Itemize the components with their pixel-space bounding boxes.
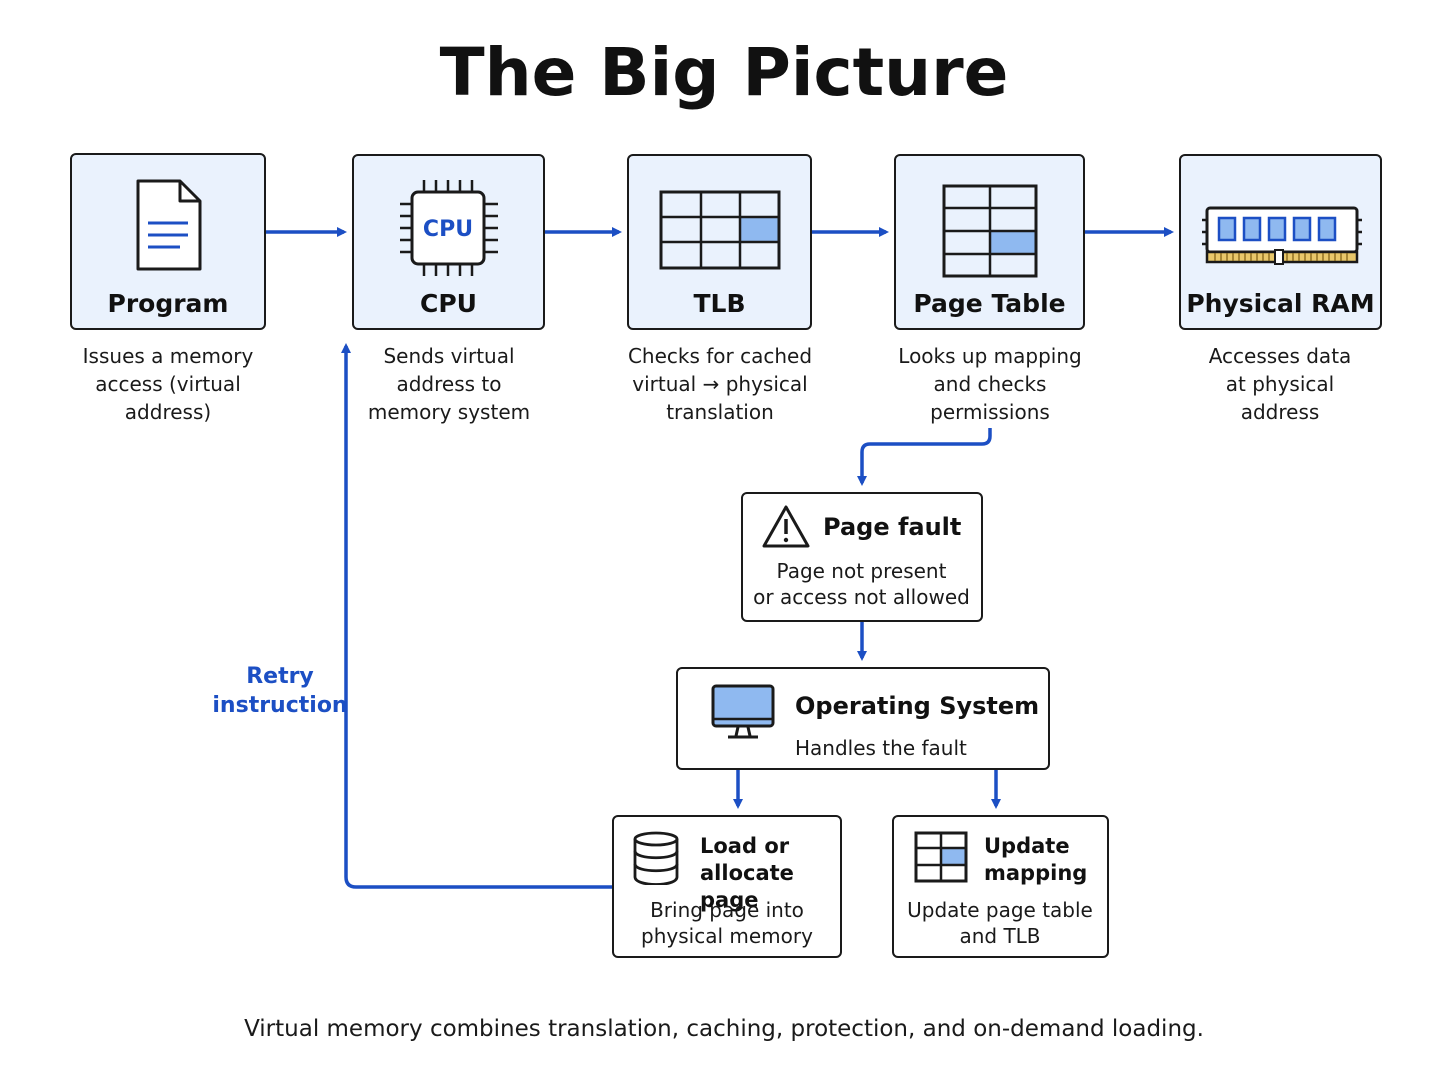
page-title: The Big Picture <box>439 34 1009 111</box>
mapping-table-icon <box>914 831 968 883</box>
update-mapping-box: Update mapping Update page table and TLB <box>892 815 1109 958</box>
load-page-text: Bring page into physical memory <box>641 898 813 948</box>
table-grid-icon <box>659 190 781 270</box>
physical-ram-description: Accesses data at physical address <box>1208 344 1352 424</box>
operating-system-title: Operating System <box>795 692 1040 720</box>
program-description: Issues a memory access (virtual address) <box>82 344 254 424</box>
physical-ram-label: Physical RAM <box>1186 289 1375 318</box>
ram-module-icon <box>1202 206 1362 265</box>
page-fault-title: Page fault <box>823 513 962 541</box>
tlb-box: TLB <box>627 154 812 330</box>
program-box: Program <box>70 153 266 330</box>
tlb-description: Checks for cached virtual → physical tra… <box>627 344 813 424</box>
page-fault-text: Page not present or access not allowed <box>753 559 970 609</box>
document-icon <box>136 179 202 271</box>
program-label: Program <box>107 289 229 318</box>
cpu-label: CPU <box>420 289 477 318</box>
monitor-icon <box>711 684 775 739</box>
cpu-chip-text: CPU <box>423 217 473 242</box>
update-mapping-text: Update page table and TLB <box>907 898 1093 948</box>
operating-system-box: Operating System Handles the fault <box>676 667 1050 770</box>
cpu-chip-icon: CPU <box>400 180 498 276</box>
physical-ram-box: Physical RAM <box>1179 154 1382 330</box>
cpu-description: Sends virtual address to memory system <box>367 344 531 424</box>
operating-system-text: Handles the fault <box>795 736 967 760</box>
cpu-box: CPU CPU <box>352 154 545 330</box>
page-fault-box: Page fault Page not present or access no… <box>741 492 983 622</box>
update-mapping-title: Update mapping <box>984 834 1088 885</box>
load-page-title: Load or allocate page <box>700 834 794 912</box>
arrow-pagetable-fault <box>857 428 992 486</box>
warning-icon <box>762 505 810 548</box>
arrow-retry <box>341 343 613 889</box>
page-table-description: Looks up mapping and checks permissions <box>898 344 1082 424</box>
retry-instruction-label: Retry instruction <box>212 664 348 718</box>
tlb-label: TLB <box>693 289 746 318</box>
load-page-box: Load or allocate page Bring page into ph… <box>612 815 842 958</box>
footer-caption: Virtual memory combines translation, cac… <box>244 1016 1204 1042</box>
database-icon <box>633 831 679 885</box>
page-table-box: Page Table <box>894 154 1085 330</box>
page-table-icon <box>942 184 1038 278</box>
page-table-label: Page Table <box>913 289 1066 318</box>
